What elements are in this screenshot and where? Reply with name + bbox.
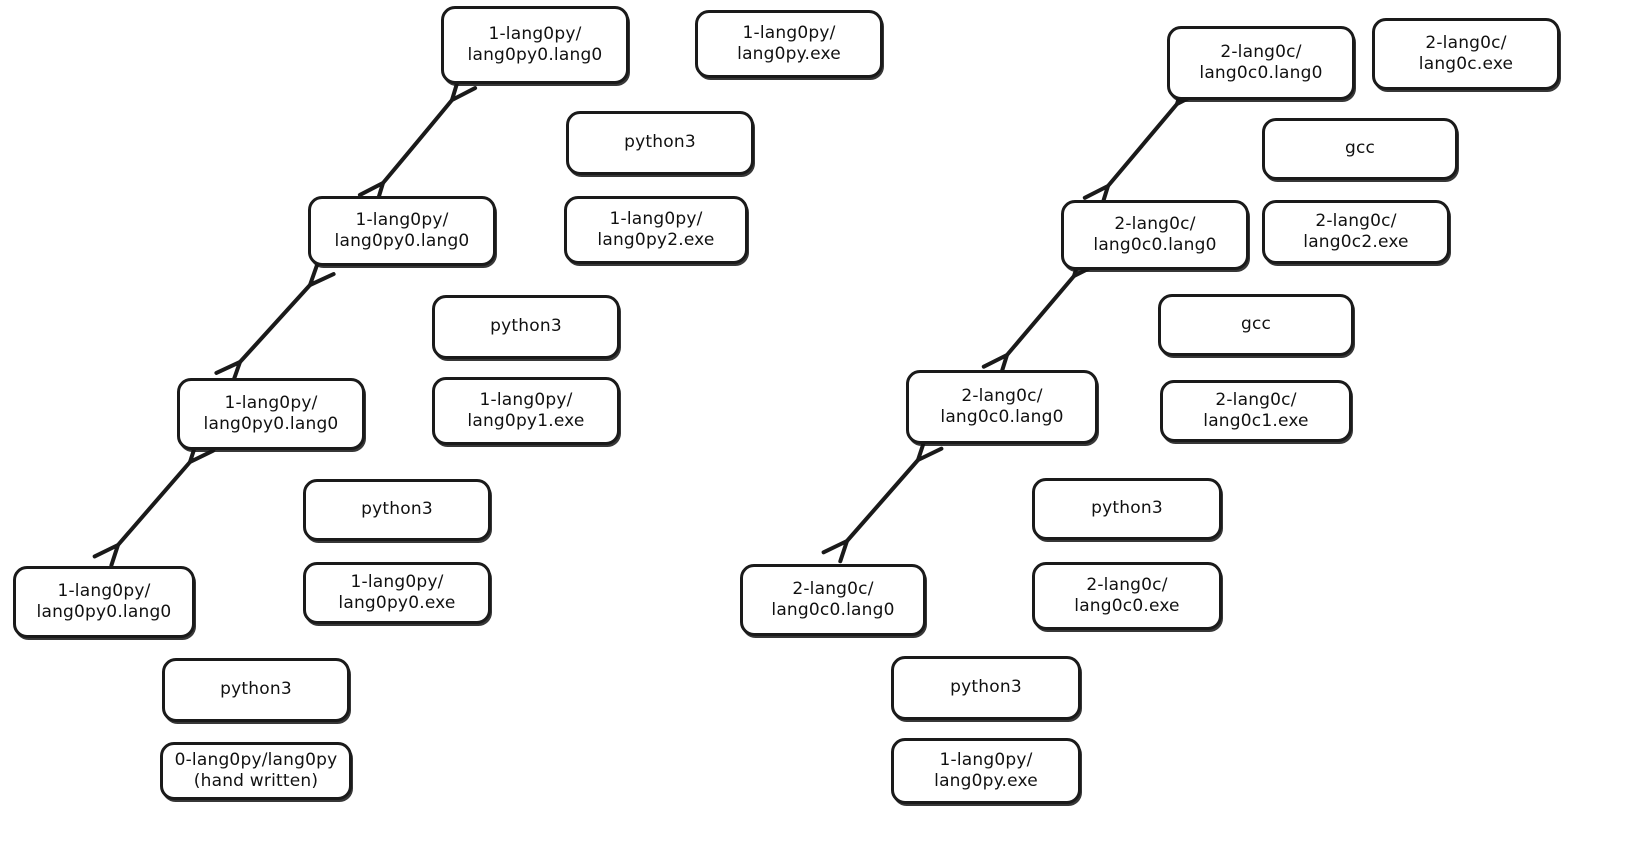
node-m11: python3 [891,656,1081,720]
node-m3: 2-lang0c/ lang0c2.exe [1262,200,1450,264]
node-m2: gcc [1262,118,1458,180]
node-n11: python3 [162,658,350,722]
node-n6: 1-lang0py/ lang0py1.exe [432,377,620,445]
node-m0: 2-lang0c/ lang0c0.lang0 [1167,26,1355,100]
node-n0: 1-lang0py/ lang0py0.lang0 [441,6,629,84]
node-n1: 1-lang0py/ lang0py.exe [695,10,883,78]
node-m12: 1-lang0py/ lang0py.exe [891,738,1081,804]
node-n10: 1-lang0py/ lang0py0.lang0 [13,566,195,638]
arrow-a1 [214,262,336,385]
arrow-a3 [1082,81,1203,209]
node-m9: 2-lang0c/ lang0c0.exe [1032,562,1222,630]
node-m5: gcc [1158,294,1354,356]
node-n9: 1-lang0py/ lang0py0.exe [303,562,491,624]
node-m10: 2-lang0c/ lang0c0.lang0 [740,564,926,636]
node-n3: 1-lang0py/ lang0py2.exe [564,196,748,264]
arrow-a5 [821,437,944,564]
arrow-a4 [981,253,1100,378]
node-m4: 2-lang0c/ lang0c0.lang0 [1061,200,1249,270]
node-m6: 2-lang0c/ lang0c1.exe [1160,380,1352,442]
arrow-a2 [92,439,216,568]
node-m7: 2-lang0c/ lang0c0.lang0 [906,370,1098,444]
node-n5: python3 [432,295,620,359]
node-m1: 2-lang0c/ lang0c.exe [1372,18,1560,90]
node-m8: python3 [1032,478,1222,540]
node-n4: 1-lang0py/ lang0py0.lang0 [308,196,496,266]
node-n8: python3 [303,479,491,541]
node-n7: 1-lang0py/ lang0py0.lang0 [177,378,365,450]
node-n2: python3 [566,111,754,175]
node-n12: 0-lang0py/lang0py (hand written) [160,742,352,800]
arrow-a0 [357,77,478,206]
